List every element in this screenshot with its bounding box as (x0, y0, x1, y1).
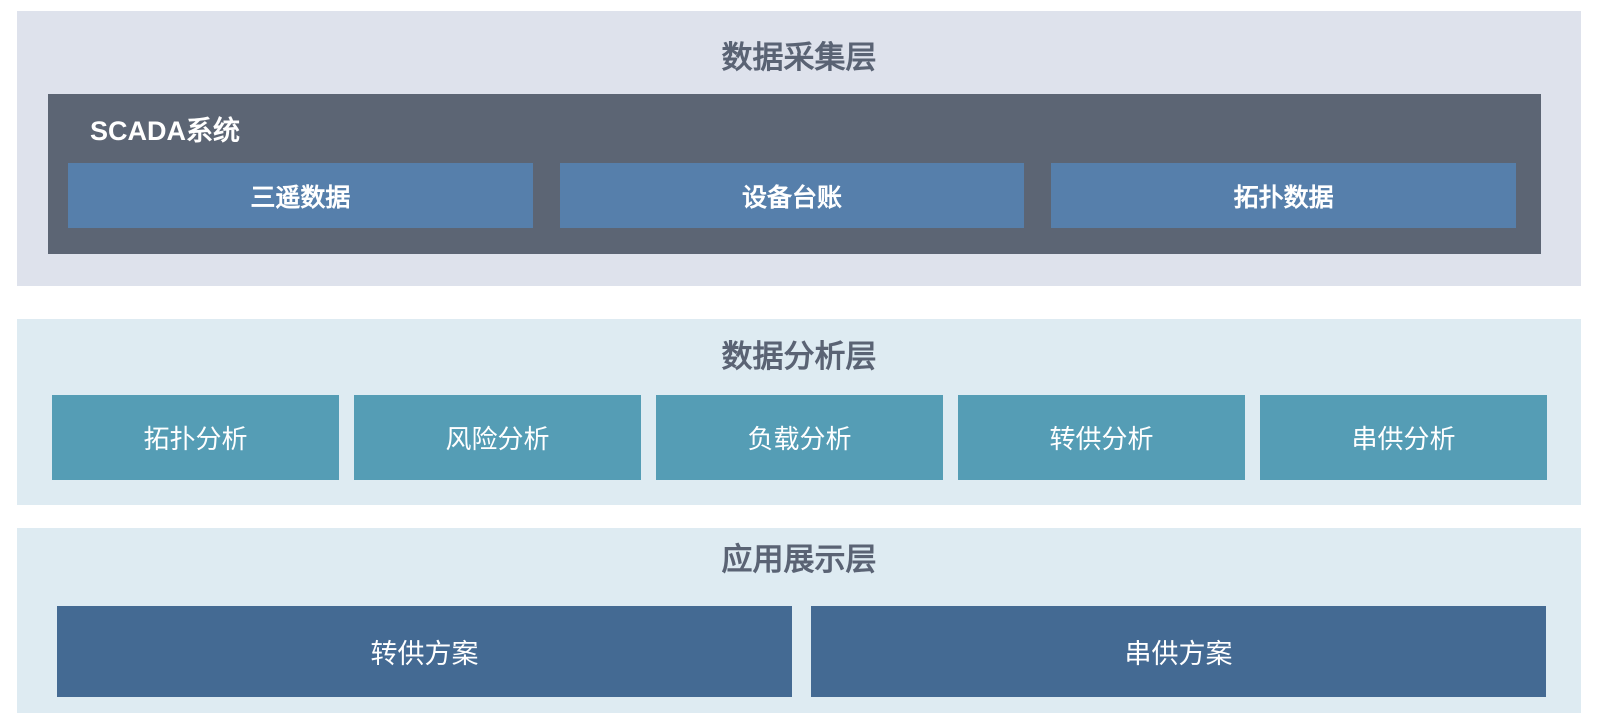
application-items-row: 转供方案 串供方案 (17, 606, 1581, 697)
analysis-box-transfer-supply: 转供分析 (958, 395, 1245, 480)
scada-group-box: SCADA系统 三遥数据 设备台账 拓扑数据 (48, 94, 1541, 254)
analysis-box-load: 负载分析 (656, 395, 943, 480)
collection-box-equipment-ledger: 设备台账 (559, 163, 1025, 228)
application-display-layer: 应用展示层 转供方案 串供方案 (17, 528, 1581, 713)
data-analysis-layer-title: 数据分析层 (721, 339, 877, 374)
scada-group-label: SCADA系统 (90, 116, 241, 146)
analysis-box-risk: 风险分析 (354, 395, 641, 480)
scada-items-row: 三遥数据 设备台账 拓扑数据 (68, 163, 1517, 228)
analysis-box-series-supply: 串供分析 (1260, 395, 1547, 480)
analysis-items-row: 拓扑分析 风险分析 负载分析 转供分析 串供分析 (17, 395, 1581, 480)
collection-box-topology-data: 拓扑数据 (1051, 163, 1517, 228)
analysis-box-topology: 拓扑分析 (52, 395, 339, 480)
data-collection-layer: 数据采集层 SCADA系统 三遥数据 设备台账 拓扑数据 (17, 11, 1581, 286)
collection-box-telemetry-data: 三遥数据 (68, 163, 533, 228)
data-collection-layer-title: 数据采集层 (721, 40, 877, 75)
application-display-layer-title: 应用展示层 (721, 542, 877, 577)
application-box-series-supply-plan: 串供方案 (811, 606, 1546, 697)
application-box-transfer-supply-plan: 转供方案 (57, 606, 792, 697)
data-analysis-layer: 数据分析层 拓扑分析 风险分析 负载分析 转供分析 串供分析 (17, 319, 1581, 505)
